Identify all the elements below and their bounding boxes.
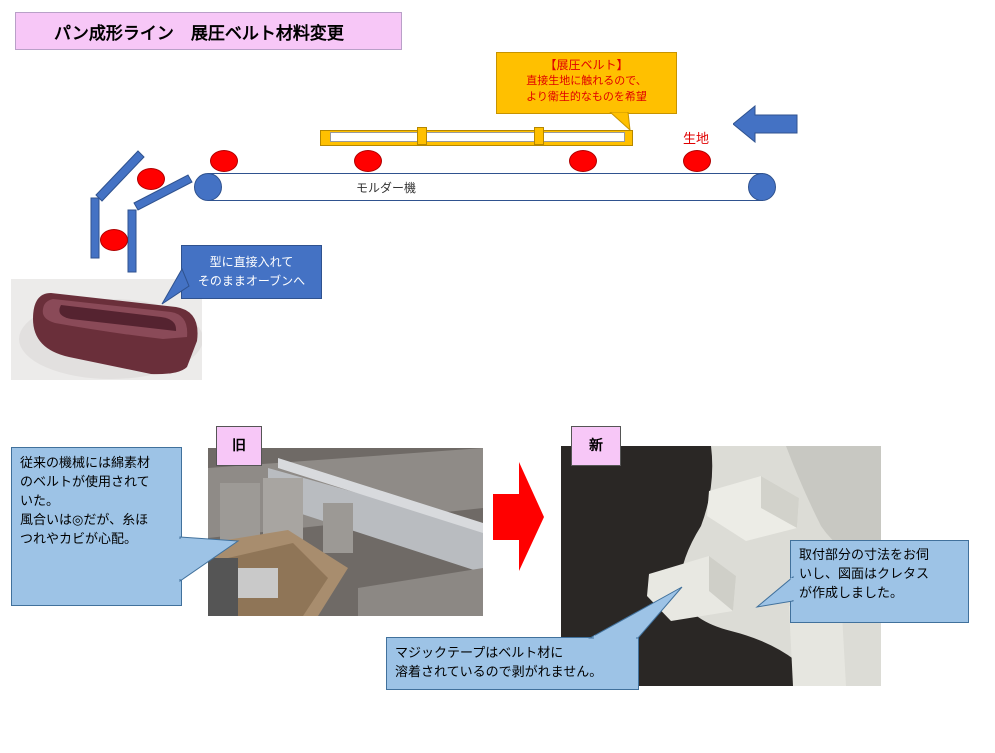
page-title: パン成形ライン 展圧ベルト材料変更: [15, 12, 402, 50]
belt-callout-line1: 直接生地に触れるので、: [526, 74, 647, 87]
belt-callout-pointer: [609, 112, 631, 132]
dough-ball: [683, 150, 711, 172]
old-callout-line4: 風合いは◎だが、糸ほ: [20, 513, 149, 528]
pan-callout-line1: 型に直接入れて: [209, 255, 294, 269]
dough-ball: [569, 150, 597, 172]
pan-callout-line2: そのままオーブンへ: [197, 274, 306, 288]
mount-callout-pointer: [755, 575, 794, 608]
old-callout-line3: いた。: [20, 494, 60, 509]
dough-chute: [90, 150, 193, 273]
press-belt-bracket: [534, 127, 544, 145]
press-belt-bracket: [417, 127, 427, 145]
change-arrow-icon: [493, 462, 544, 571]
dough-label: 生地: [683, 132, 710, 147]
press-belt: [330, 132, 625, 142]
velcro-callout-pointer: [588, 586, 683, 639]
conveyor-roller: [748, 173, 776, 201]
new-tag: 新: [571, 426, 621, 466]
belt-callout: 【展圧ベルト】 直接生地に触れるので、 より衛生的なものを希望: [496, 52, 677, 114]
old-belt-photo: [208, 448, 483, 616]
moulder-conveyor: [208, 173, 763, 201]
velcro-callout-line2: 溶着されているので剥がれません。: [395, 665, 603, 680]
mount-callout-line2: いし、図面はクレタス: [799, 567, 930, 582]
mount-callout-line3: が作成しました。: [799, 586, 904, 601]
old-tag: 旧: [216, 426, 262, 466]
pan-callout-pointer: [161, 268, 190, 305]
direction-arrow-icon: [733, 105, 798, 143]
baking-pan-photo: [11, 279, 202, 380]
conveyor-roller: [194, 173, 222, 201]
velcro-callout-line1: マジックテープはベルト材に: [395, 646, 564, 661]
new-belt-callout-mounting: 取付部分の寸法をお伺 いし、図面はクレタス が作成しました。: [790, 540, 969, 623]
mount-callout-line1: 取付部分の寸法をお伺: [799, 548, 930, 563]
dough-ball: [210, 150, 238, 172]
old-callout-line1: 従来の機械には綿素材: [20, 456, 151, 471]
pan-callout: 型に直接入れて そのままオーブンへ: [181, 245, 322, 299]
belt-callout-heading: 【展圧ベルト】: [544, 58, 629, 72]
new-belt-callout-velcro: マジックテープはベルト材に 溶着されているので剥がれません。: [386, 637, 639, 690]
belt-callout-line2: より衛生的なものを希望: [526, 90, 647, 103]
moulder-label: モルダー機: [356, 181, 417, 195]
old-callout-pointer: [179, 536, 240, 582]
dough-ball: [354, 150, 382, 172]
old-belt-callout: 従来の機械には綿素材 のベルトが使用されて いた。 風合いは◎だが、糸ほ つれや…: [11, 447, 182, 606]
dough-ball: [100, 229, 128, 251]
dough-ball: [137, 168, 165, 190]
old-callout-line5: つれやカビが心配。: [20, 532, 138, 547]
old-callout-line2: のベルトが使用されて: [20, 475, 150, 490]
